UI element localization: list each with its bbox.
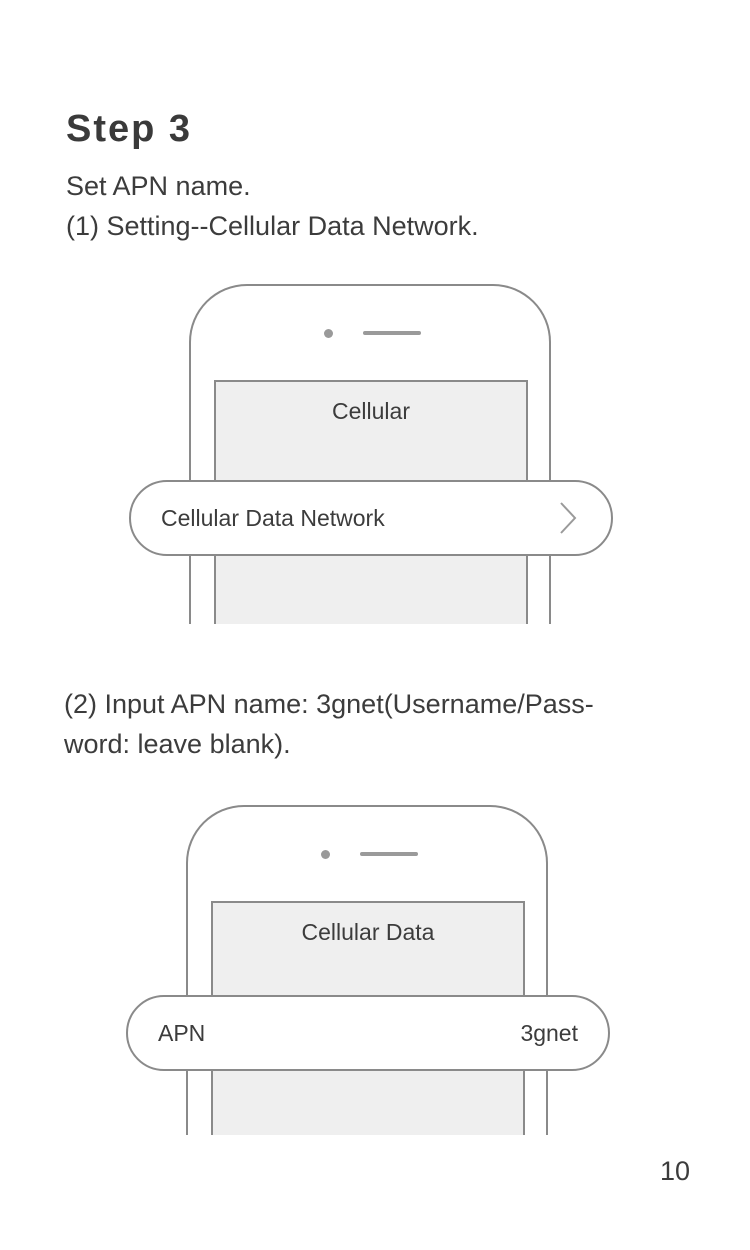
apn-label: APN [158,1019,206,1046]
intro-line-1: Set APN name. [66,171,251,201]
screen-title: Cellular Data [301,919,435,945]
page-number: 10 [659,1156,690,1186]
instruction-2: (2) Input APN name: 3gnet(Username/Pass-… [64,684,704,764]
step-intro: Set APN name. (1) Setting--Cellular Data… [66,166,706,246]
intro-line-2: (1) Setting--Cellular Data Network. [66,211,479,241]
speaker-slot [360,852,418,856]
cellular-data-network-row[interactable]: Cellular Data Network [129,480,613,556]
phone-illustration-2: Cellular Data [186,805,548,1135]
instruction-line-1: (2) Input APN name: 3gnet(Username/Pass- [64,689,594,719]
instruction-line-2: word: leave blank). [64,729,291,759]
camera-dot [321,850,330,859]
screen-title: Cellular [332,398,410,424]
step-title: Step 3 [66,108,193,150]
phone-illustration-1: Cellular [189,284,551,624]
row-label: Cellular Data Network [161,504,385,531]
camera-dot [324,329,333,338]
speaker-slot [363,331,421,335]
chevron-right-icon [560,502,577,534]
apn-value: 3gnet [520,1019,578,1046]
apn-row[interactable]: APN 3gnet [126,995,610,1071]
